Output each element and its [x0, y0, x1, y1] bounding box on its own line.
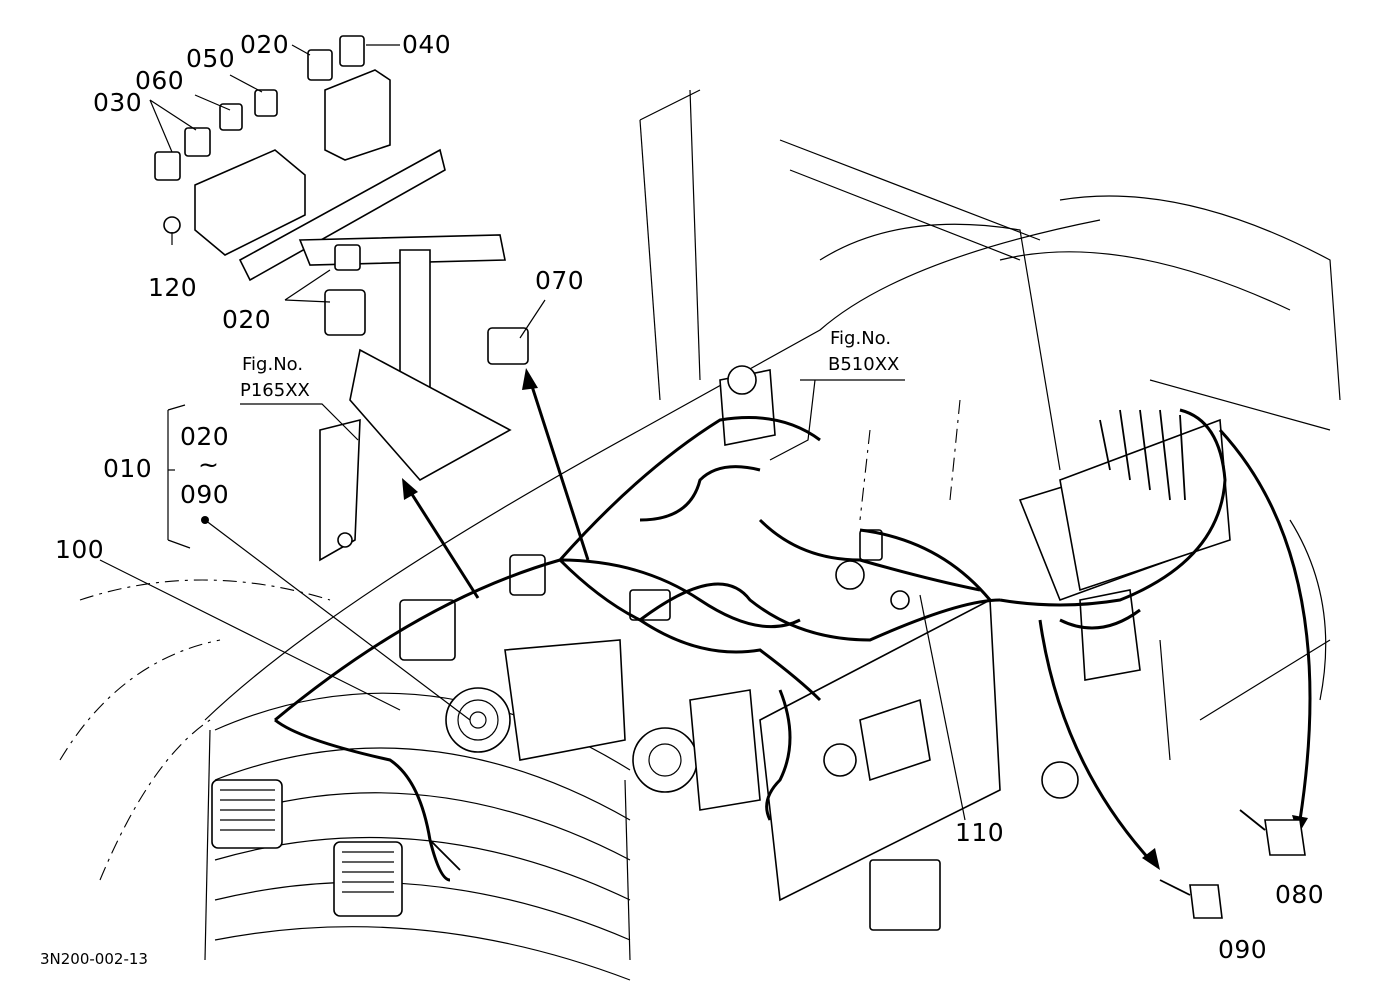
callout-090: 090 — [1218, 935, 1268, 964]
callout-060: 060 — [135, 66, 185, 95]
callout-110: 110 — [955, 818, 1005, 847]
callout-040: 040 — [402, 30, 452, 59]
callout-050: 050 — [186, 44, 236, 73]
front-grille — [211, 692, 631, 981]
callout-020-mid: 020 — [222, 305, 272, 334]
tractor-body-outline — [59, 89, 1341, 961]
callout-range-tilde: ~ — [198, 450, 220, 479]
engine-components — [399, 365, 1231, 931]
connector-parts — [1159, 809, 1306, 919]
callout-100: 100 — [55, 535, 105, 564]
ref-b510-code: B510XX — [828, 354, 900, 375]
callout-030: 030 — [93, 88, 143, 117]
callout-020-top: 020 — [240, 30, 290, 59]
ref-b510-label: Fig.No. — [830, 328, 892, 349]
figure-code: 3N200-002-13 — [40, 950, 148, 968]
ref-p165-label: Fig.No. — [242, 354, 304, 375]
callout-range-start: 020 — [180, 422, 230, 451]
relay-bracket-assembly — [154, 35, 529, 562]
callout-080: 080 — [1275, 880, 1325, 909]
callout-range-end: 090 — [180, 480, 230, 509]
callout-120: 120 — [148, 273, 198, 302]
ref-p165-code: P165XX — [240, 380, 310, 401]
main-wire-harness — [274, 408, 1227, 882]
callout-070: 070 — [535, 266, 585, 295]
callout-010: 010 — [103, 454, 153, 483]
leader-lines — [99, 44, 966, 821]
